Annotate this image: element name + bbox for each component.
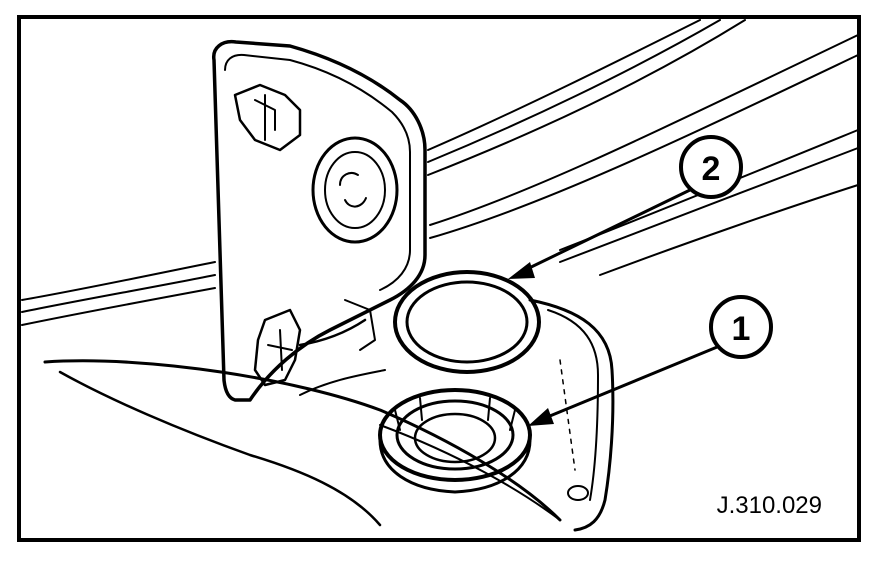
callout-leaders bbox=[508, 188, 723, 426]
body-contour-lines bbox=[21, 19, 859, 326]
callout-1: 1 bbox=[709, 295, 773, 359]
arrow-head-1 bbox=[528, 408, 554, 426]
arrow-head-2 bbox=[508, 262, 535, 279]
callout-1-label: 1 bbox=[732, 310, 751, 348]
callout-2-label: 2 bbox=[702, 150, 721, 188]
fuel-flap-door bbox=[212, 39, 427, 402]
callout-2: 2 bbox=[679, 135, 743, 199]
o-ring-seal bbox=[393, 270, 541, 374]
reference-code: J.310.029 bbox=[717, 492, 822, 519]
filler-neck bbox=[378, 388, 532, 494]
figure-border bbox=[17, 15, 861, 542]
